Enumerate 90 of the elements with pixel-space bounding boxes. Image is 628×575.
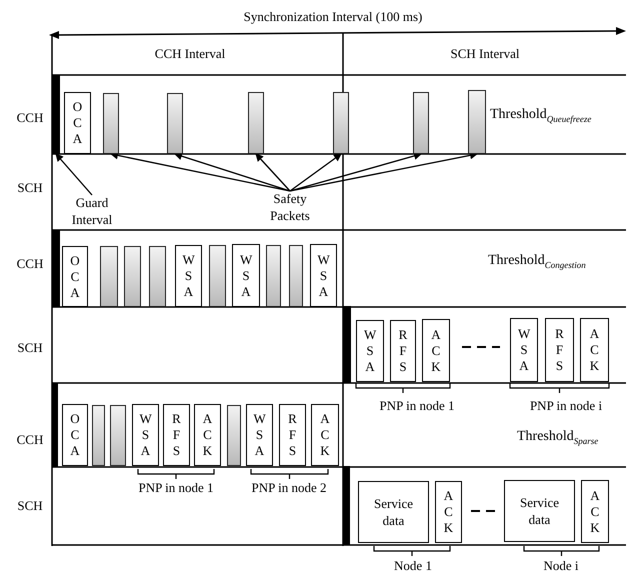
- packet-box: [246, 404, 273, 466]
- packet-label: A C K: [444, 488, 454, 536]
- packet-label: W S A: [240, 252, 252, 300]
- packet-label: A C K: [590, 326, 600, 374]
- packet-label: A C K: [590, 488, 600, 536]
- text-label: PNP in node i: [530, 397, 602, 414]
- packet-box: [279, 404, 306, 466]
- packet-label: Service data: [519, 494, 560, 528]
- callout-text: Safety Packets: [269, 190, 311, 224]
- text-label: PNP in node 1: [380, 397, 454, 414]
- text-label: SCH: [17, 339, 43, 356]
- guard-interval-bar: [52, 75, 60, 154]
- packet-box: [311, 404, 339, 466]
- shaded-packet-box: [100, 246, 118, 307]
- shaded-packet-box: [110, 405, 126, 466]
- packet-box: [510, 318, 538, 382]
- guard-interval-bar: [343, 466, 350, 545]
- threshold-label: Threshold$_{Sparse}$: [517, 428, 598, 448]
- leader-arrow: [110, 152, 290, 192]
- text-label: SCH: [17, 179, 43, 196]
- packet-box: [175, 245, 202, 307]
- packet-label: Service data: [373, 495, 414, 529]
- text-label: Node i: [543, 557, 579, 574]
- leader-arrow: [290, 152, 422, 192]
- shaded-packet-box: [468, 90, 486, 154]
- text-label: Synchronization Interval (100 ms): [244, 8, 422, 25]
- leader-arrow: [255, 153, 290, 192]
- shaded-packet-box: [124, 246, 141, 307]
- shaded-packet-box: [266, 245, 281, 307]
- threshold-label: Threshold$_{Congestion}$: [488, 252, 586, 272]
- packet-box: [163, 404, 190, 466]
- packet-box: [390, 320, 416, 382]
- shaded-packet-box: [92, 405, 105, 466]
- shaded-packet-box: [167, 93, 183, 154]
- text-label: Node 1: [394, 557, 432, 574]
- packet-box: [504, 480, 575, 542]
- packet-box: [64, 92, 91, 154]
- shaded-packet-box: [289, 245, 303, 307]
- shaded-packet-box: [209, 245, 226, 307]
- packet-label: O C A: [70, 411, 80, 459]
- packet-label: R F S: [555, 326, 564, 374]
- packet-label: W S A: [253, 411, 266, 459]
- packet-label: O C A: [72, 99, 82, 147]
- text-label: CCH: [16, 431, 44, 448]
- threshold-label: Threshold$_{Queuefreeze}$: [490, 106, 592, 126]
- packet-label: W S A: [139, 411, 152, 459]
- packet-box: [356, 320, 384, 382]
- packet-label: R F S: [288, 411, 297, 459]
- packet-box: [581, 480, 609, 543]
- packet-box: [62, 404, 88, 466]
- packet-label: R F S: [398, 327, 408, 375]
- packet-label: W S A: [518, 326, 530, 374]
- text-label: PNP in node 1: [138, 479, 214, 496]
- leader-arrow: [174, 152, 290, 192]
- packet-box: [62, 246, 88, 307]
- packet-box: [232, 244, 260, 307]
- packet-label: W S A: [182, 252, 195, 300]
- packet-box: [435, 481, 462, 543]
- text-label: PNP in node 2: [252, 479, 326, 496]
- packet-box: [132, 404, 159, 466]
- callout-text: Guard Interval: [70, 194, 114, 228]
- guard-interval-bar: [343, 306, 351, 383]
- shaded-packet-box: [103, 93, 119, 154]
- packet-box: [580, 318, 609, 382]
- packet-box: [422, 319, 450, 382]
- text-label: CCH: [16, 109, 44, 126]
- text-label: SCH: [17, 497, 43, 514]
- text-label: CCH Interval: [154, 45, 226, 62]
- packet-box: [194, 404, 221, 466]
- packet-label: O C A: [70, 252, 80, 300]
- packet-box: [545, 318, 574, 382]
- leader-arrow: [55, 153, 92, 196]
- shaded-packet-box: [149, 246, 166, 307]
- packet-label: A C K: [202, 411, 212, 459]
- packet-label: W S A: [364, 327, 376, 375]
- guard-interval-bar: [52, 230, 60, 307]
- shaded-packet-box: [333, 92, 349, 154]
- packet-box: [310, 244, 337, 307]
- shaded-packet-box: [248, 92, 264, 154]
- packet-label: A C K: [320, 411, 330, 459]
- packet-label: R F S: [172, 411, 181, 459]
- packet-label: A C K: [431, 326, 441, 374]
- guard-interval-bar: [52, 383, 58, 467]
- text-label: CCH: [16, 255, 44, 272]
- leader-arrow: [290, 153, 342, 192]
- text-label: SCH Interval: [450, 45, 520, 62]
- shaded-packet-box: [227, 405, 241, 466]
- packet-box: [358, 481, 429, 543]
- packet-label: W S A: [317, 252, 330, 300]
- shaded-packet-box: [413, 92, 429, 154]
